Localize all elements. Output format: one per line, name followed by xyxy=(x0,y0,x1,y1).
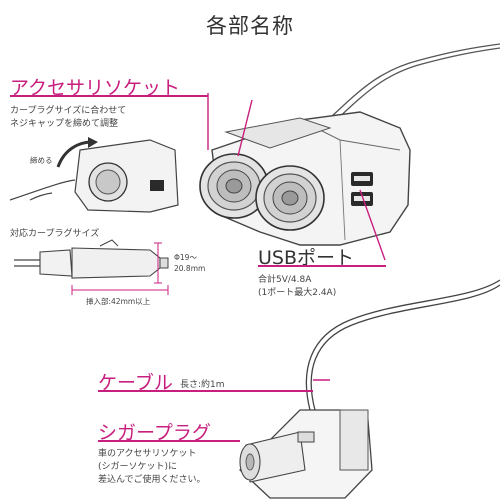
usb-label: USBポート xyxy=(258,247,355,269)
usb-total-line1: 合計5V/4.8A xyxy=(258,275,312,285)
cigar-plug-desc-line2: (シガーソケット)に xyxy=(98,462,178,472)
tighten-label: 締める xyxy=(30,156,53,165)
plug-diameter-line2: 20.8mm xyxy=(174,264,206,273)
socket-desc-line1: カープラグサイズに合わせて xyxy=(10,106,127,116)
hub-cable xyxy=(329,43,500,119)
cable-label: ケーブル xyxy=(98,372,173,394)
usb-total-line2: (1ポート最大2.4A) xyxy=(258,288,337,298)
socket-desc-line2: ネジキャップを締めて調整 xyxy=(10,119,119,129)
cigar-plug-drawing xyxy=(239,409,373,499)
cigar-plug-underline xyxy=(98,440,240,442)
usb-ports xyxy=(351,172,373,206)
socket-underline xyxy=(10,95,208,97)
plug-insert-length: 挿入部:42mm以上 xyxy=(86,297,151,306)
plug-diameter-line1: Φ19～ xyxy=(174,253,197,262)
cigar-plug-desc-line1: 車のアクセサリソケット xyxy=(98,449,197,459)
plug-size-label: 対応カープラグサイズ xyxy=(10,229,100,239)
usb-callout xyxy=(359,189,386,261)
socket-right xyxy=(255,165,325,231)
socket-label: アクセサリソケット xyxy=(10,77,181,99)
cigar-plug-desc-line3: 差込んでご使用ください。 xyxy=(98,475,206,485)
inset-socket xyxy=(9,137,179,213)
cable-length: 長さ:約1m xyxy=(180,380,225,390)
inset-plug xyxy=(14,239,169,295)
cable-underline xyxy=(98,390,313,392)
main-cable xyxy=(305,279,500,411)
usb-underline xyxy=(258,265,386,267)
cigar-plug-label: シガープラグ xyxy=(98,422,211,444)
page-title: 各部名称 xyxy=(206,14,294,38)
